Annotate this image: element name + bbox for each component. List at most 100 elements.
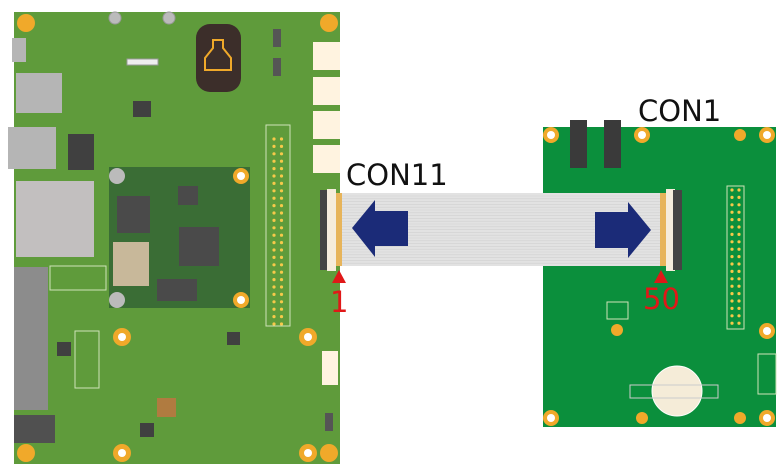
header-pin xyxy=(737,232,741,236)
header-pin xyxy=(737,218,741,222)
header-pin xyxy=(730,210,734,214)
header-pin xyxy=(730,247,734,251)
header-pin xyxy=(279,152,284,156)
header-pin xyxy=(279,196,284,200)
header-pin xyxy=(730,269,734,273)
header-pin xyxy=(272,285,276,289)
header-pin xyxy=(279,315,284,319)
header-pin xyxy=(279,218,284,222)
header-pin xyxy=(737,321,741,325)
header-pin xyxy=(737,240,741,244)
ribbon-cable xyxy=(334,193,670,266)
header-pin xyxy=(730,262,734,266)
mount-holes xyxy=(17,14,338,462)
header-pin xyxy=(737,262,741,266)
header-pin xyxy=(272,292,276,296)
header-pin xyxy=(737,255,741,259)
con1-connector xyxy=(666,189,682,271)
con1-label: CON1 xyxy=(638,94,721,128)
header-pin xyxy=(737,314,741,318)
power-jack xyxy=(14,415,55,443)
header-pin xyxy=(272,189,276,193)
header-pin xyxy=(272,137,276,141)
header-pin xyxy=(272,263,276,267)
header-pin xyxy=(279,181,284,185)
header-pin xyxy=(272,167,276,171)
header-pin xyxy=(737,306,741,310)
pin-marker-icon xyxy=(332,270,346,283)
header-pin xyxy=(279,189,284,193)
ethernet-port xyxy=(8,127,56,169)
header-pin xyxy=(730,306,734,310)
header-pin xyxy=(737,195,741,199)
header-pin xyxy=(737,188,741,192)
header-pin xyxy=(272,278,276,282)
header-pin xyxy=(272,233,276,237)
header-pin xyxy=(272,159,276,163)
pin-1-label: 1 xyxy=(330,285,348,319)
header-pin xyxy=(279,307,284,311)
header-pin xyxy=(730,292,734,296)
pin-marker-icon xyxy=(654,270,668,283)
header-pin xyxy=(279,204,284,208)
header-pin xyxy=(272,322,276,326)
header-pin xyxy=(730,321,734,325)
header-pin xyxy=(272,315,276,319)
header-pin xyxy=(737,292,741,296)
header-pin xyxy=(279,255,284,259)
header-pin xyxy=(279,248,284,252)
sd-card-slot xyxy=(16,181,94,257)
header-pin xyxy=(730,203,734,207)
carrier-board xyxy=(8,11,340,464)
header-pin xyxy=(279,159,284,163)
header-pin xyxy=(737,247,741,251)
header-pin xyxy=(279,137,284,141)
coin-battery xyxy=(196,24,241,92)
header-pin xyxy=(272,144,276,148)
header-pin xyxy=(730,218,734,222)
header-pin xyxy=(737,210,741,214)
header-pin xyxy=(272,307,276,311)
header-pin xyxy=(730,225,734,229)
header-pin xyxy=(279,292,284,296)
header-pin xyxy=(279,144,284,148)
header-pin xyxy=(272,255,276,259)
header-pin xyxy=(279,226,284,230)
pin-50-label: 50 xyxy=(643,282,680,316)
coin-cell xyxy=(651,365,703,417)
header-pin xyxy=(730,240,734,244)
header-pin xyxy=(279,278,284,282)
header-pin xyxy=(737,277,741,281)
header-pin xyxy=(730,255,734,259)
usb-micro-port xyxy=(12,38,26,62)
arrow-right-icon xyxy=(595,202,651,258)
header-pin xyxy=(279,167,284,171)
header-pin xyxy=(737,203,741,207)
som-module xyxy=(109,167,250,308)
header-pin xyxy=(730,195,734,199)
header-pin xyxy=(279,300,284,304)
header-pin xyxy=(730,299,734,303)
header-pin xyxy=(272,241,276,245)
header-pin xyxy=(272,300,276,304)
header-pin xyxy=(272,174,276,178)
terminal-block xyxy=(14,267,48,410)
header-pin xyxy=(730,232,734,236)
header-pin xyxy=(737,225,741,229)
header-pin xyxy=(279,233,284,237)
header-pin xyxy=(737,284,741,288)
header-pin xyxy=(279,285,284,289)
header-pin xyxy=(737,269,741,273)
header-pin xyxy=(279,263,284,267)
header-pin xyxy=(272,270,276,274)
header-pin xyxy=(272,204,276,208)
header-pin xyxy=(272,218,276,222)
header-pin xyxy=(279,241,284,245)
header-pin xyxy=(272,211,276,215)
header-pin xyxy=(272,248,276,252)
header-pin xyxy=(730,188,734,192)
header-pin xyxy=(730,277,734,281)
header-pin xyxy=(737,299,741,303)
usb-port xyxy=(16,73,62,113)
